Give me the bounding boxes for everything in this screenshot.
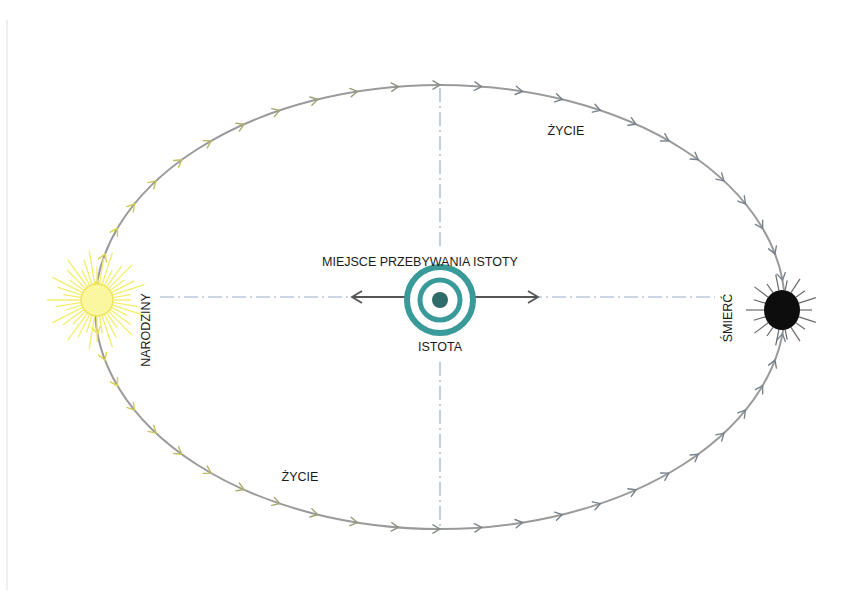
birth-label: NARODZINY	[140, 293, 153, 367]
life-label: ŻYCIE	[282, 471, 319, 484]
sun-rays	[47, 251, 145, 350]
orbit-chevrons	[92, 81, 785, 533]
being-label: ISTOTA	[418, 341, 462, 354]
birth-sun	[81, 284, 113, 316]
death-blob	[764, 290, 800, 330]
page-edge	[7, 20, 8, 590]
axis-lines	[160, 88, 715, 528]
life-orbit	[95, 85, 785, 529]
death-label: ŚMIERĆ	[722, 294, 735, 343]
place-label: MIEJSCE PRZEBYWANIA ISTOTY	[322, 256, 518, 269]
life-label: ŻYCIE	[548, 125, 585, 138]
being-circles	[407, 267, 473, 333]
death-rays	[746, 275, 816, 346]
